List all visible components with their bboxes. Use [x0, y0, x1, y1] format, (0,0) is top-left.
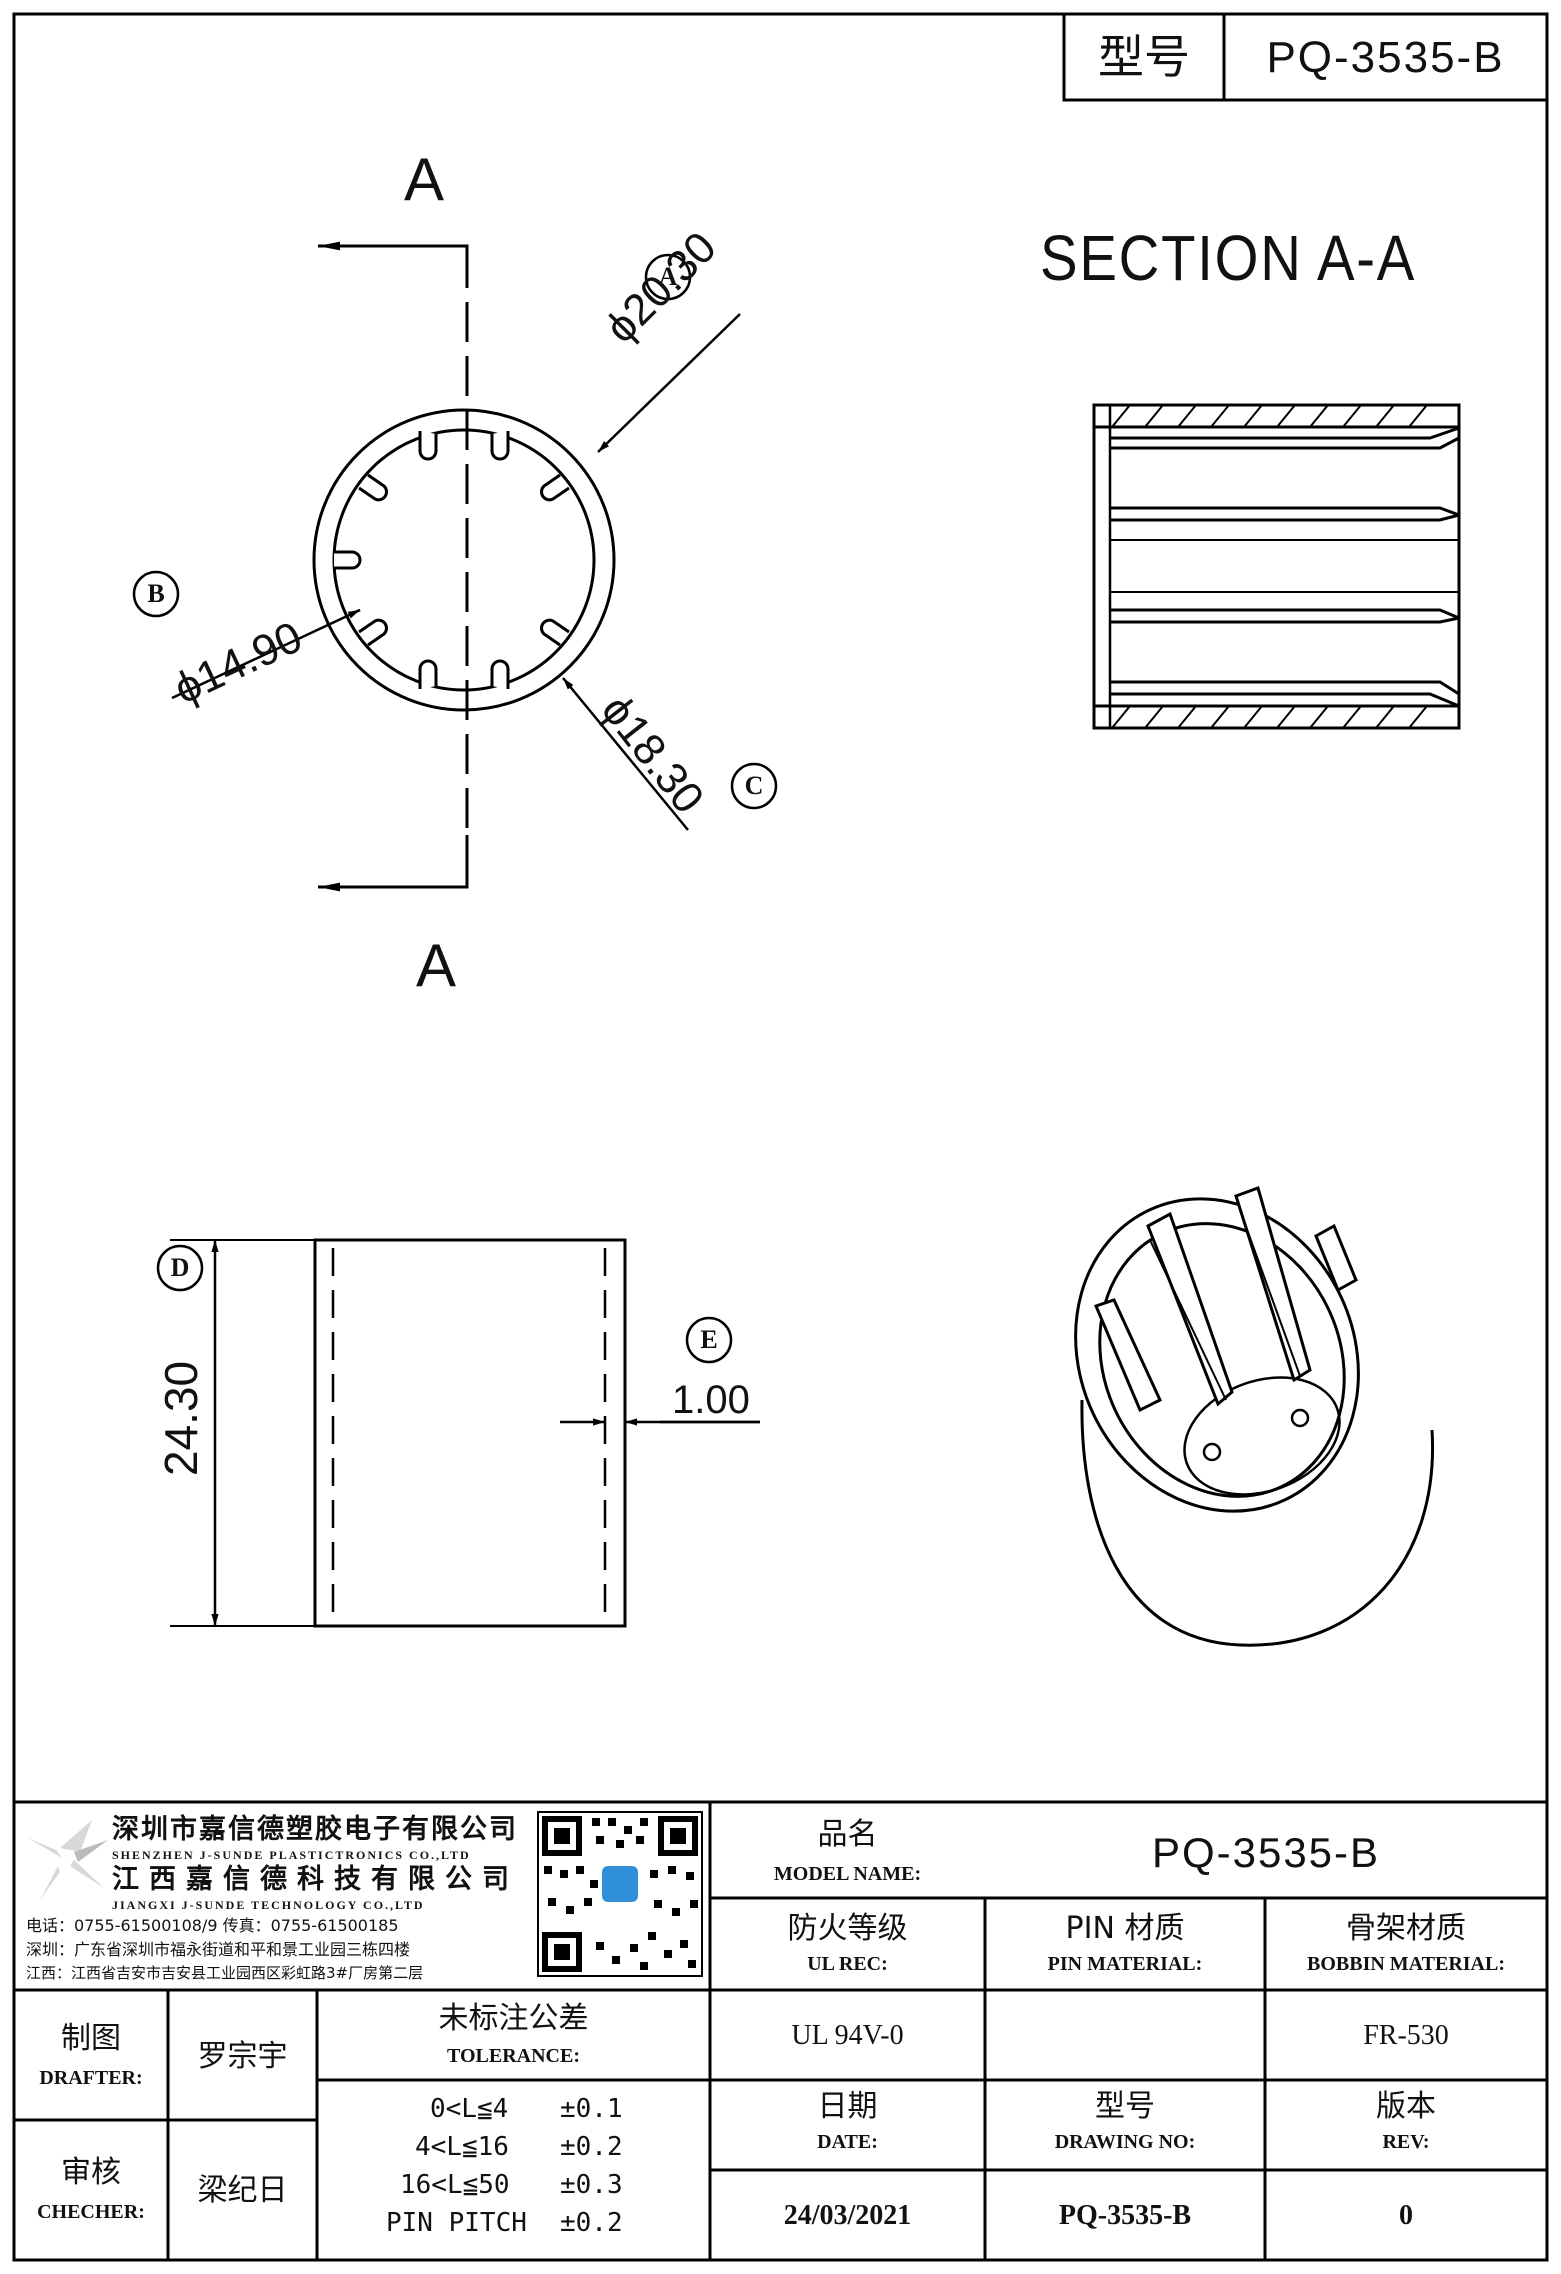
tolerance-label-en: TOLERANCE: — [447, 2045, 580, 2067]
company-name-en-2: JIANGXI J-SUNDE TECHNOLOGY CO.,LTD — [112, 1898, 425, 1912]
drawing-no-label-cn: 型号 — [1095, 2089, 1155, 2124]
pin-material-label-cn: PIN 材质 — [1065, 1911, 1185, 1946]
pin-material-label-en: PIN MATERIAL: — [1047, 1953, 1203, 1975]
date-label-en: DATE: — [817, 2131, 878, 2153]
tolerance-value: ±0.2 — [560, 2208, 623, 2238]
drafter-label-cn: 制图 — [61, 2021, 121, 2056]
leader-inner — [171, 608, 361, 700]
header-model-box — [1062, 12, 1549, 102]
hatching — [1111, 404, 1428, 729]
sheet-border — [12, 12, 1549, 2262]
outer-circle — [312, 408, 616, 712]
callout-a: A — [658, 262, 678, 291]
tolerance-range: 0<L≦4 — [430, 2094, 509, 2124]
cut-marker-top: A — [404, 146, 445, 213]
tolerance-label-cn: 未标注公差 — [438, 2001, 589, 2036]
drafter-name: 罗宗宇 — [197, 2039, 288, 2074]
title-block-grid — [14, 1800, 1547, 2260]
ul-value: UL 94V-0 — [791, 2020, 904, 2051]
bobbin-material-value: FR-530 — [1363, 2020, 1449, 2051]
checker-label-cn: 审核 — [61, 2155, 121, 2190]
bobbin-material-label-en: BOBBIN MATERIAL: — [1307, 1953, 1505, 1975]
leader-mid — [562, 677, 689, 831]
bobbin-material-label-cn: 骨架材质 — [1346, 1911, 1466, 1946]
contact-shenzhen-address: 深圳：广东省深圳市福永街道和平和景工业园三栋四楼 — [26, 1940, 411, 1959]
rev-label-en: REV: — [1382, 2131, 1430, 2153]
checker-label-en: CHECHER: — [37, 2201, 145, 2223]
dim-wall: 1.00 — [672, 1378, 750, 1422]
callout-b: B — [147, 579, 165, 608]
ul-label-cn: 防火等级 — [787, 1911, 908, 1946]
company-name-en-1: SHENZHEN J-SUNDE PLASTICTRONICS CO.,LTD — [112, 1848, 471, 1862]
tolerance-value: ±0.3 — [560, 2170, 623, 2200]
qr-code — [537, 1811, 703, 1977]
tolerance-value: ±0.1 — [560, 2094, 623, 2124]
drawing-no-value: PQ-3535-B — [1058, 2200, 1192, 2231]
header-model-value: PQ-3535-B — [1266, 33, 1505, 82]
date-value: 24/03/2021 — [783, 2200, 912, 2231]
drafter-label-en: DRAFTER: — [39, 2067, 143, 2089]
inner-circle — [332, 428, 596, 692]
company-name-cn-1: 深圳市嘉信德塑胶电子有限公司 — [112, 1814, 518, 1845]
drawing-no-label-en: DRAWING NO: — [1054, 2131, 1196, 2153]
tolerance-value: ±0.2 — [560, 2132, 623, 2162]
tolerance-range: 4<L≦16 — [415, 2132, 509, 2162]
section-title: SECTION A-A — [1040, 222, 1417, 294]
leader-outer — [597, 313, 741, 453]
model-name-label-cn: 品名 — [817, 1817, 878, 1852]
header-model-label: 型号 — [1098, 30, 1190, 84]
section-view — [1092, 403, 1461, 730]
ul-label-en: UL REC: — [807, 1953, 888, 1975]
leader-inner-b — [349, 608, 361, 616]
model-name-value: PQ-3535-B — [1151, 1829, 1381, 1876]
top-view — [171, 241, 741, 892]
dim-height: 24.30 — [155, 1360, 207, 1476]
rev-label-cn: 版本 — [1376, 2089, 1436, 2124]
callout-circles — [132, 253, 778, 1364]
rev-value: 0 — [1399, 2200, 1413, 2231]
side-view — [170, 1238, 760, 1628]
contact-jiangxi-address: 江西：江西省吉安市吉安县工业园西区彩虹路3#厂房第二层 — [26, 1964, 424, 1982]
tolerance-range: PIN PITCH — [386, 2208, 527, 2238]
tolerance-range: 16<L≦50 — [400, 2170, 510, 2200]
company-logo — [28, 1820, 108, 1900]
cut-marker-bottom: A — [416, 932, 457, 999]
callout-d: D — [170, 1253, 190, 1282]
company-name-cn-2: 江西嘉信德科技有限公司 — [112, 1864, 519, 1895]
ribs — [334, 431, 570, 689]
date-label-cn: 日期 — [817, 2089, 878, 2124]
isometric-view — [1074, 1186, 1435, 1647]
contact-phone: 电话：0755-61500108/9 传真：0755-61500185 — [26, 1916, 399, 1935]
checker-name: 梁纪日 — [197, 2173, 288, 2208]
model-name-label-en: MODEL NAME: — [773, 1863, 922, 1885]
callout-c: C — [744, 771, 764, 800]
callout-e: E — [700, 1325, 718, 1354]
